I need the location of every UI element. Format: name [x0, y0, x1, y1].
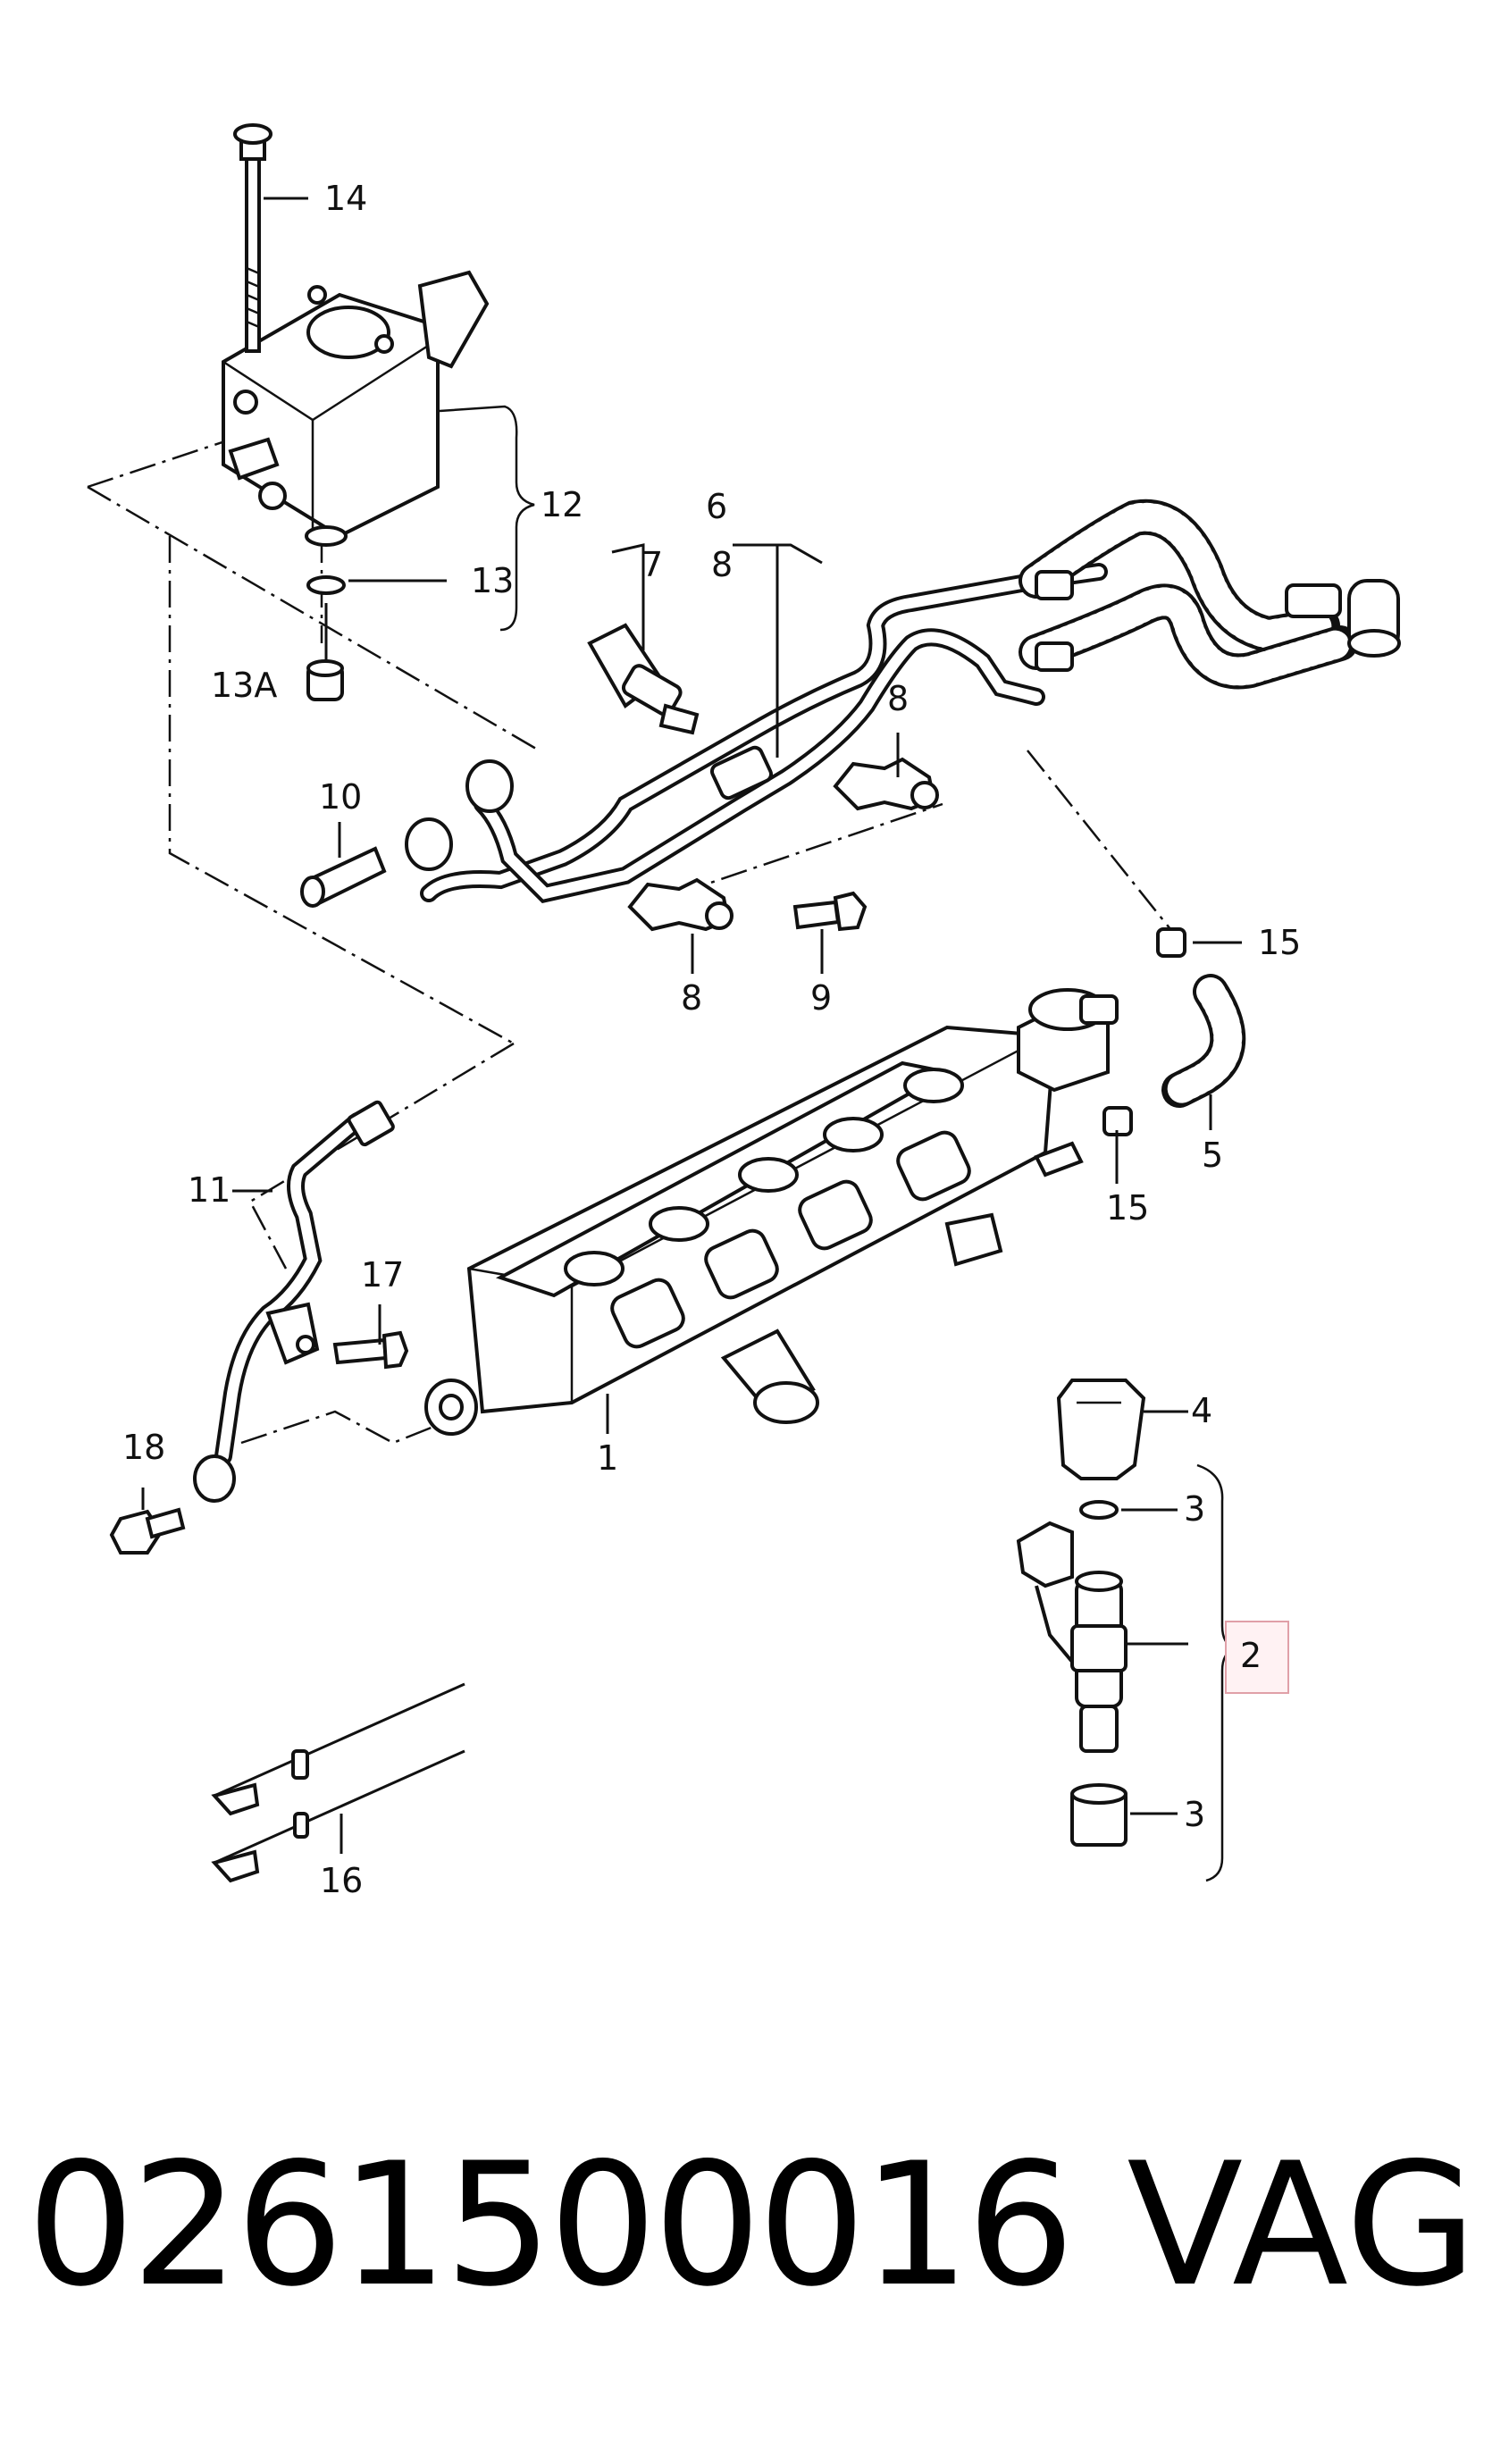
hose-clip-upper [1156, 927, 1186, 958]
callout-2-highlight[interactable] [1225, 1621, 1289, 1694]
callout-15-lower: 15 [1106, 1188, 1149, 1228]
injector-seal-lower [1070, 1783, 1128, 1847]
callout-14: 14 [324, 179, 367, 218]
callout-10: 10 [319, 777, 362, 817]
callout-18: 18 [122, 1428, 165, 1467]
footer-caption: 0261500016 VAG [0, 2126, 1509, 2359]
exploded-parts-diagram: 1 2 3 3 4 5 6 7 8 8 8 9 10 11 12 13 13A … [87, 123, 1401, 1900]
callout-8-right: 8 [887, 679, 909, 718]
callout-13A: 13A [211, 666, 277, 705]
clamp-bolt [792, 891, 868, 932]
pump-mounting-bolt [233, 123, 272, 353]
fuel-pressure-sensor [587, 623, 700, 735]
banjo-bolt-lower [109, 1507, 186, 1555]
fuel-line-bracket [193, 1100, 395, 1503]
callout-8-top: 8 [711, 545, 733, 584]
fuel-return-hoses [1019, 499, 1401, 690]
pump-seal-plug [306, 659, 344, 701]
callout-3-upper: 3 [1184, 1489, 1205, 1529]
bracket-12 [439, 405, 535, 632]
pump-o-ring [306, 575, 346, 595]
callout-7: 7 [641, 545, 663, 584]
fuel-injector [1016, 1521, 1128, 1753]
callout-12: 12 [541, 485, 583, 524]
fuel-rail-manifold [424, 988, 1119, 1436]
banjo-bolt [300, 846, 387, 908]
callout-11: 11 [188, 1170, 231, 1210]
callout-13: 13 [471, 561, 514, 600]
callout-16: 16 [320, 1861, 363, 1900]
callout-6: 6 [706, 487, 727, 526]
callout-17: 17 [361, 1255, 404, 1295]
line-clamp-upper [833, 757, 939, 811]
callout-9: 9 [810, 978, 832, 1018]
bracket-bolt [296, 1330, 409, 1370]
injector-seal-ring-upper [1079, 1500, 1119, 1520]
callout-8-lower: 8 [681, 978, 702, 1018]
wiring-harness-tie [211, 1682, 465, 1883]
fuel-pump-assembly [222, 270, 490, 547]
callout-2[interactable]: 2 [1240, 1636, 1262, 1675]
callout-5: 5 [1202, 1136, 1223, 1175]
part-number-text: 0261500016 [27, 2126, 1075, 2324]
high-pressure-fuel-line [405, 563, 1108, 903]
callout-1: 1 [597, 1438, 618, 1478]
callout-3-lower: 3 [1184, 1795, 1205, 1834]
callout-4: 4 [1191, 1391, 1212, 1430]
callout-15-upper: 15 [1258, 923, 1301, 962]
callout-labels: 1 2 3 3 4 5 6 7 8 8 8 9 10 11 12 13 13A … [122, 179, 1301, 1900]
brand-text: VAG [1127, 2126, 1477, 2324]
leader-lines [141, 197, 1242, 1854]
line-clamp-lower [627, 877, 734, 932]
injector-clip [1056, 1379, 1146, 1480]
